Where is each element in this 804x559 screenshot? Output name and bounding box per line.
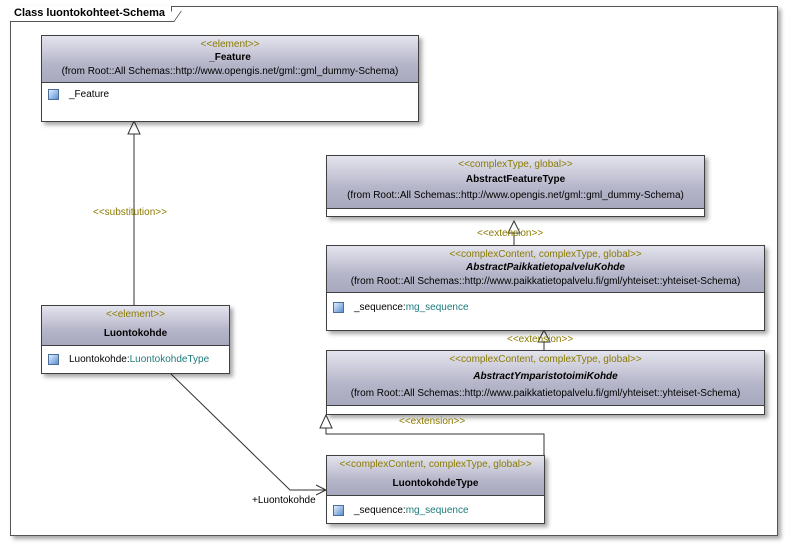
class-abstract-feature-type[interactable]: <<complexType, global>> AbstractFeatureT… bbox=[326, 155, 705, 217]
class-header: <<element>> _Feature (from Root::All Sch… bbox=[42, 36, 418, 83]
extension-line bbox=[325, 428, 545, 455]
attribute-name: _Feature bbox=[69, 88, 110, 100]
attribute-row[interactable]: _sequence: mg_sequence bbox=[333, 503, 538, 517]
class-origin: (from Root::All Schemas::http://www.paik… bbox=[350, 388, 741, 399]
extension-label: <<extension>> bbox=[507, 334, 574, 345]
attribute-row[interactable]: _sequence: mg_sequence bbox=[333, 300, 758, 314]
class-feature[interactable]: <<element>> _Feature (from Root::All Sch… bbox=[41, 35, 419, 122]
class-stereotype: <<complexContent, complexType, global>> bbox=[449, 354, 642, 365]
attribute-name: _sequence: bbox=[354, 301, 406, 313]
attribute-name: Luontokohde: bbox=[69, 353, 130, 365]
attribute-type: mg_sequence bbox=[405, 301, 469, 313]
class-origin: (from Root::All Schemas::http://www.open… bbox=[61, 66, 399, 77]
attribute-type: LuontokohdeType bbox=[129, 353, 210, 365]
class-header: <<complexType, global>> AbstractFeatureT… bbox=[327, 156, 704, 209]
class-name: _Feature bbox=[209, 52, 251, 63]
attribute-type: mg_sequence bbox=[405, 504, 469, 516]
association-role-label: +Luontokohde bbox=[252, 495, 316, 506]
substitution-label: <<substitution>> bbox=[93, 207, 167, 218]
generalization-arrowhead bbox=[507, 219, 521, 234]
class-name: AbstractFeatureType bbox=[465, 174, 566, 185]
attribute-icon bbox=[333, 301, 344, 313]
extension-label: <<extension>> bbox=[477, 228, 544, 239]
class-attributes: _Feature bbox=[42, 83, 418, 105]
generalization-arrowhead bbox=[127, 119, 141, 135]
class-abstract-ymparistotoimi-kohde[interactable]: <<complexContent, complexType, global>> … bbox=[326, 350, 765, 415]
association-line bbox=[169, 372, 326, 491]
class-header: <<complexContent, complexType, global>> … bbox=[327, 456, 544, 496]
class-abstract-paikkatietopalvelu-kohde[interactable]: <<complexContent, complexType, global>> … bbox=[326, 245, 765, 331]
class-header: <<element>> Luontokohde bbox=[42, 306, 229, 346]
attribute-row[interactable]: _Feature bbox=[48, 87, 412, 101]
class-origin: (from Root::All Schemas::http://www.open… bbox=[347, 190, 684, 201]
class-stereotype: <<element>> bbox=[106, 309, 165, 320]
class-luontokohde[interactable]: <<element>> Luontokohde Luontokohde: Luo… bbox=[41, 305, 230, 374]
class-stereotype: <<element>> bbox=[200, 39, 260, 50]
class-name: AbstractYmparistotoimiKohde bbox=[473, 371, 618, 382]
attribute-icon bbox=[333, 504, 344, 516]
class-name: AbstractPaikkatietopalveluKohde bbox=[466, 262, 625, 273]
class-attributes: Luontokohde: LuontokohdeType bbox=[42, 346, 229, 370]
class-luontokohde-type[interactable]: <<complexContent, complexType, global>> … bbox=[326, 455, 545, 524]
class-header: <<complexContent, complexType, global>> … bbox=[327, 351, 764, 406]
class-name: Luontokohde bbox=[103, 328, 168, 339]
class-header: <<complexContent, complexType, global>> … bbox=[327, 246, 764, 293]
attribute-icon bbox=[48, 88, 59, 100]
class-stereotype: <<complexType, global>> bbox=[458, 159, 573, 170]
generalization-arrowhead bbox=[319, 413, 333, 429]
class-origin: (from Root::All Schemas::http://www.paik… bbox=[350, 276, 741, 287]
attribute-name: _sequence: bbox=[354, 504, 406, 516]
class-name: LuontokohdeType bbox=[392, 478, 479, 489]
generalization-arrowhead bbox=[537, 328, 551, 343]
diagram-frame-title: Class luontokohteet-Schema bbox=[10, 6, 172, 22]
class-attributes: _sequence: mg_sequence bbox=[327, 293, 764, 318]
attribute-icon bbox=[48, 353, 59, 365]
class-stereotype: <<complexContent, complexType, global>> bbox=[339, 459, 532, 470]
attribute-row[interactable]: Luontokohde: LuontokohdeType bbox=[48, 352, 223, 366]
class-stereotype: <<complexContent, complexType, global>> bbox=[449, 249, 642, 260]
class-attributes: _sequence: mg_sequence bbox=[327, 496, 544, 521]
extension-label: <<extension>> bbox=[399, 416, 466, 427]
